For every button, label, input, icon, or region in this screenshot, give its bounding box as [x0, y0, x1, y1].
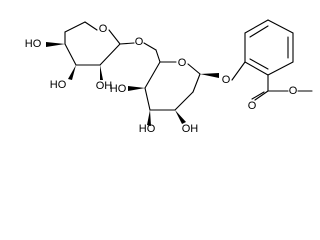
xylose-c3-wedge	[68, 65, 76, 80]
o-ch2-bond	[143, 42, 157, 51]
xylose-c2-hydroxyl-label: OH	[96, 80, 113, 92]
glucose-c2-hydroxyl-label: OH	[182, 123, 199, 135]
ester-oxygen-label: O	[289, 85, 298, 97]
xylose-c1-o-bond	[119, 42, 135, 45]
chemical-structure-diagram: O HO HO OH O O HO HO OH O O O	[25, 19, 313, 135]
glucose-c3-wedge	[147, 110, 151, 126]
glucose-c1-wedge	[200, 73, 219, 78]
xylose-c3-hydroxyl-label: HO	[50, 79, 67, 91]
glucose-c3-hydroxyl-label: HO	[139, 123, 156, 135]
xylose-ring-oxygen-label: O	[99, 23, 108, 35]
xylose-c4-wedge	[46, 42, 65, 47]
glucose-ring-oxygen-label: O	[178, 57, 187, 69]
xylose-c4-hydroxyl-label: HO	[25, 38, 42, 50]
methyl-ester	[251, 74, 313, 101]
aryl-ether-oxygen-label: O	[222, 74, 231, 86]
glucose-ring	[144, 61, 201, 111]
ch2-c5-bond	[155, 49, 161, 63]
ester-carbonyl-oxygen-label: O	[248, 100, 257, 112]
xylose-ring	[64, 21, 121, 66]
glucose-c4-wedge	[128, 86, 145, 91]
glucose-c4-hydroxyl-label: HO	[110, 83, 127, 95]
glucose-c2-wedge	[175, 110, 186, 124]
xylose-c2-wedge	[100, 65, 103, 80]
benzene-ring	[231, 19, 294, 81]
glycosidic-oxygen-label: O	[135, 36, 144, 48]
